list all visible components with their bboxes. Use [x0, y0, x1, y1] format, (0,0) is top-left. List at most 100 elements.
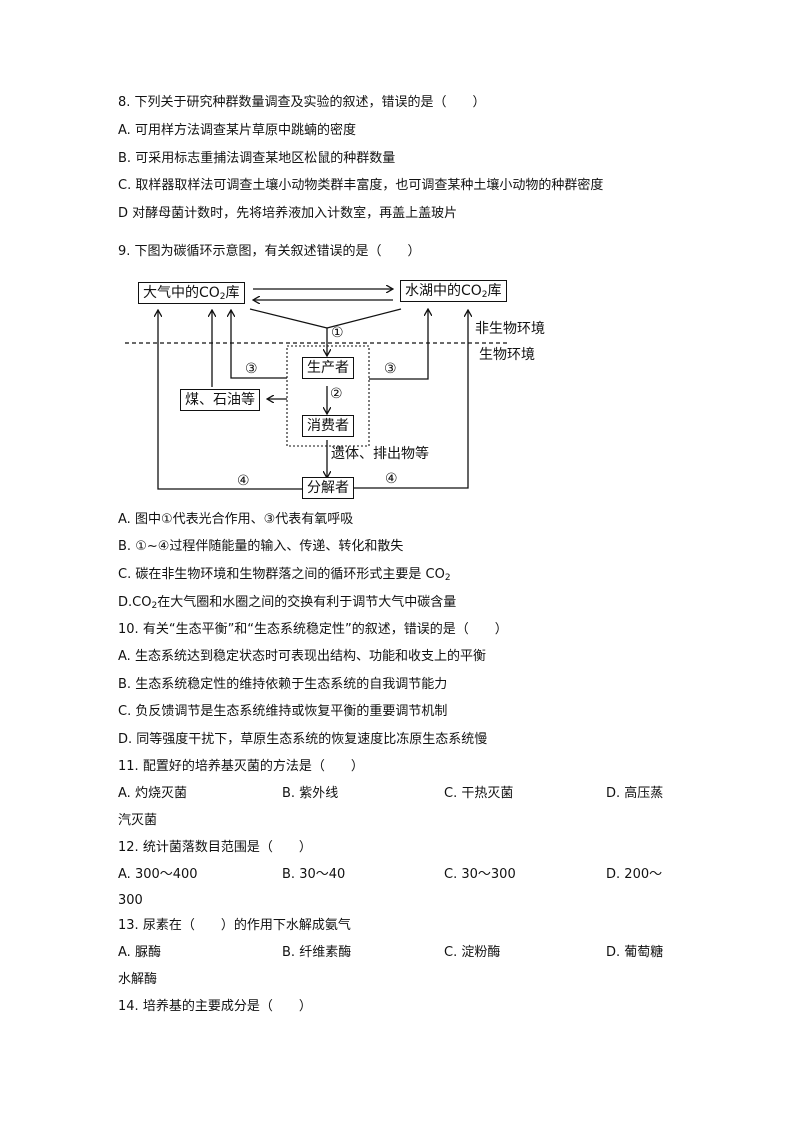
abiotic-environment-label: 非生物环境	[475, 321, 545, 337]
question-12-option-d-wrap: 300	[118, 893, 143, 908]
question-text: 统计菌落数目范围是（ ）	[142, 840, 312, 855]
option-label: D.	[118, 595, 133, 610]
option-text: 200～	[624, 867, 663, 882]
option-label: C.	[118, 704, 132, 719]
question-10-option-a: A. 生态系统达到稳定状态时可表现出结构、功能和收支上的平衡	[118, 648, 486, 666]
option-label: D.	[606, 945, 621, 960]
question-text: 培养基的主要成分是（ ）	[142, 999, 312, 1014]
option-text: 生态系统达到稳定状态时可表现出结构、功能和收支上的平衡	[134, 649, 486, 664]
water-co2-pool: 水湖中的CO2库	[400, 280, 507, 302]
marker-1: ①	[331, 325, 344, 341]
option-text: 30～40	[299, 867, 346, 882]
option-label: C.	[118, 178, 132, 193]
option-label: B.	[282, 945, 296, 960]
question-number: 11.	[118, 759, 139, 774]
box-text: 库	[487, 283, 502, 299]
question-11-option-d-wrap: 汽灭菌	[118, 813, 158, 828]
question-9-stem: 9. 下图为碳循环示意图，有关叙述错误的是（ ）	[118, 243, 421, 261]
box-text: 库	[225, 285, 240, 301]
diagram-lines	[125, 272, 510, 490]
subscript: 2	[151, 601, 158, 611]
question-13-option-d: D. 葡萄糖	[606, 944, 663, 962]
option-label: A.	[118, 786, 131, 801]
option-text: 生态系统稳定性的维持依赖于生态系统的自我调节能力	[135, 677, 448, 692]
question-text: 配置好的培养基灭菌的方法是（ ）	[142, 759, 364, 774]
question-9-option-c: C. 碳在非生物环境和生物群落之间的循环形式主要是 CO2	[118, 566, 451, 584]
option-text: 干热灭菌	[461, 786, 514, 801]
question-number: 13.	[118, 918, 139, 933]
question-13-option-d-wrap: 水解酶	[118, 972, 158, 987]
question-8-option-d: D 对酵母菌计数时，先将培养液加入计数室，再盖上盖玻片	[118, 205, 457, 223]
option-label: A.	[118, 649, 131, 664]
question-13-option-b: B. 纤维素酶	[282, 944, 351, 962]
option-text: 负反馈调节是生态系统维持或恢复平衡的重要调节机制	[135, 704, 448, 719]
decomposer-box: 分解者	[302, 477, 354, 499]
carbon-cycle-diagram: 大气中的CO2库 水湖中的CO2库 非生物环境 生物环境 ① ③ ③ ② ④ ④…	[125, 272, 575, 504]
option-label: B.	[282, 867, 296, 882]
option-label: D.	[606, 786, 621, 801]
option-label: B.	[118, 151, 132, 166]
biotic-environment-label: 生物环境	[479, 347, 535, 363]
question-number: 9.	[118, 244, 131, 259]
option-label: D	[118, 206, 129, 221]
option-text: 在大气圈和水圈之间的交换有利于调节大气中碳含量	[157, 595, 457, 610]
question-11-option-b: B. 紫外线	[282, 785, 338, 803]
question-8-option-a: A. 可用样方法调查某片草原中跳蝻的密度	[118, 122, 356, 140]
option-text: 可采用标志重捕法调查某地区松鼠的种群数量	[135, 151, 396, 166]
option-text: 对酵母菌计数时，先将培养液加入计数室，再盖上盖玻片	[132, 206, 458, 221]
option-text: 可用样方法调查某片草原中跳蝻的密度	[134, 123, 356, 138]
subscript: 2	[481, 290, 488, 300]
subscript: 2	[444, 573, 451, 583]
option-text: 取样器取样法可调查土壤小动物类群丰富度，也可调查某种土壤小动物的种群密度	[135, 178, 604, 193]
question-10-option-d: D. 同等强度干扰下，草原生态系统的恢复速度比冻原生态系统慢	[118, 731, 487, 749]
option-text: 脲酶	[134, 945, 161, 960]
question-11-stem: 11. 配置好的培养基灭菌的方法是（ ）	[118, 758, 364, 776]
marker-4-right: ④	[385, 471, 398, 487]
option-text: 灼烧灭菌	[134, 786, 187, 801]
question-10-option-c: C. 负反馈调节是生态系统维持或恢复平衡的重要调节机制	[118, 703, 447, 721]
question-text: 下列关于研究种群数量调查及实验的叙述，错误的是（ ）	[134, 95, 486, 110]
option-text: 淀粉酶	[461, 945, 501, 960]
question-number: 12.	[118, 840, 139, 855]
option-text: ①~④过程伴随能量的输入、传递、转化和散失	[135, 539, 404, 554]
option-text: 紫外线	[299, 786, 339, 801]
atmosphere-co2-pool: 大气中的CO2库	[138, 282, 245, 304]
remains-excretion-label: 遗体、排出物等	[331, 446, 429, 462]
marker-4-left: ④	[237, 473, 250, 489]
option-text: 高压蒸	[624, 786, 664, 801]
question-11-option-a: A. 灼烧灭菌	[118, 785, 187, 803]
option-text: 同等强度干扰下，草原生态系统的恢复速度比冻原生态系统慢	[136, 732, 488, 747]
question-10-option-b: B. 生态系统稳定性的维持依赖于生态系统的自我调节能力	[118, 676, 447, 694]
question-9-option-d: D.CO2在大气圈和水圈之间的交换有利于调节大气中碳含量	[118, 594, 456, 612]
marker-3-right: ③	[384, 361, 397, 377]
question-11-option-d: D. 高压蒸	[606, 785, 663, 803]
question-13-option-c: C. 淀粉酶	[444, 944, 500, 962]
question-number: 14.	[118, 999, 139, 1014]
question-9-option-a: A. 图中①代表光合作用、③代表有氧呼吸	[118, 511, 353, 529]
question-8-stem: 8. 下列关于研究种群数量调查及实验的叙述，错误的是（ ）	[118, 94, 486, 112]
option-text: CO	[132, 595, 152, 610]
option-label: A.	[118, 867, 131, 882]
question-12-option-c: C. 30～300	[444, 866, 516, 884]
question-10-stem: 10. 有关“生态平衡”和“生态系统稳定性”的叙述，错误的是（ ）	[118, 621, 508, 639]
question-number: 10.	[118, 622, 139, 637]
question-text: 有关“生态平衡”和“生态系统稳定性”的叙述，错误的是（ ）	[142, 622, 508, 637]
question-12-stem: 12. 统计菌落数目范围是（ ）	[118, 839, 312, 857]
question-11-option-c: C. 干热灭菌	[444, 785, 513, 803]
subscript: 2	[219, 292, 226, 302]
option-label: A.	[118, 512, 131, 527]
question-text: 下图为碳循环示意图，有关叙述错误的是（ ）	[134, 244, 421, 259]
question-12-option-b: B. 30～40	[282, 866, 345, 884]
question-8-option-b: B. 可采用标志重捕法调查某地区松鼠的种群数量	[118, 150, 395, 168]
question-14-stem: 14. 培养基的主要成分是（ ）	[118, 998, 312, 1016]
question-9-option-b: B. ①~④过程伴随能量的输入、传递、转化和散失	[118, 538, 403, 556]
question-text: 尿素在（ ）的作用下水解成氨气	[142, 918, 351, 933]
option-label: C.	[444, 867, 458, 882]
option-label: B.	[282, 786, 296, 801]
option-label: C.	[444, 945, 458, 960]
option-label: D.	[606, 867, 621, 882]
option-text: 30～300	[461, 867, 516, 882]
question-12-option-a: A. 300～400	[118, 866, 198, 884]
box-text: 大气中的CO	[143, 285, 220, 301]
consumer-box: 消费者	[302, 415, 354, 437]
